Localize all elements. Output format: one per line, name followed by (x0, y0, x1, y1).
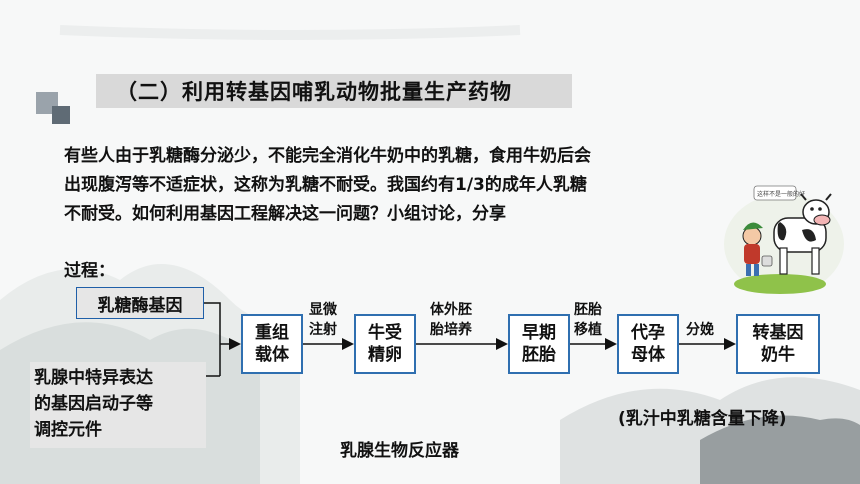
transgenic-cow-node: 转基因奶牛 (736, 314, 820, 374)
promoter-line: 的基因启动子等 (34, 394, 153, 414)
edge-label-embryo-culture: 体外胚胎培养 (430, 300, 472, 340)
decorative-square (52, 106, 70, 124)
promoter-element-box: 乳腺中特异表达 的基因启动子等 调控元件 (30, 362, 206, 448)
node-label: 牛受 (368, 323, 402, 343)
edge-label-microinjection: 显微注射 (309, 300, 337, 340)
intro-line: 有些人由于乳糖酶分泌少，不能完全消化牛奶中的乳糖，食用牛奶后会 (64, 146, 591, 166)
node-label: 胚胎 (522, 345, 556, 365)
node-label: 转基因 (752, 323, 804, 343)
node-label: 母体 (631, 345, 665, 365)
node-label: 奶牛 (761, 345, 795, 365)
intro-paragraph: 有些人由于乳糖酶分泌少，不能完全消化牛奶中的乳糖，食用牛奶后会 出现腹泻等不适症… (64, 142, 754, 229)
lactase-gene-box: 乳糖酶基因 (76, 287, 204, 319)
edge-label-embryo-transfer: 胚胎移植 (574, 300, 602, 340)
surrogate-mother-node: 代孕母体 (617, 314, 679, 374)
node-label: 代孕 (631, 323, 665, 343)
section-title: （二）利用转基因哺乳动物批量生产药物 (96, 74, 572, 108)
edge-label-line: 体外胚 (430, 302, 472, 318)
recombinant-vector-node: 重组载体 (241, 314, 303, 374)
edge-label-line: 显微 (309, 302, 337, 318)
intro-line: 不耐受。如何利用基因工程解决这一问题？小组讨论，分享 (64, 204, 506, 224)
edge-label-line: 胚胎 (574, 302, 602, 318)
early-embryo-node: 早期胚胎 (508, 314, 570, 374)
promoter-line: 乳腺中特异表达 (34, 368, 153, 388)
result-note: (乳汁中乳糖含量下降) (618, 409, 787, 429)
promoter-line: 调控元件 (34, 420, 102, 440)
node-label: 早期 (522, 323, 556, 343)
edge-label-line: 胎培养 (430, 322, 472, 338)
node-label: 载体 (255, 345, 289, 365)
edge-label-line: 移植 (574, 322, 602, 338)
cow-cartoon-image: 这样不是一般的好 (724, 185, 844, 294)
fertilized-egg-node: 牛受精卵 (354, 314, 416, 374)
edge-label-delivery: 分娩 (686, 320, 714, 340)
node-label: 重组 (255, 323, 289, 343)
node-label: 精卵 (368, 345, 402, 365)
intro-line: 出现腹泻等不适症状，这称为乳糖不耐受。我国约有1/3的成年人乳糖 (64, 175, 587, 195)
svg-text:这样不是一般的好: 这样不是一般的好 (757, 190, 805, 198)
bioreactor-label: 乳腺生物反应器 (340, 441, 459, 461)
process-label: 过程： (64, 261, 115, 281)
edge-label-line: 注射 (309, 322, 337, 338)
edge-label-line: 分娩 (686, 322, 714, 338)
